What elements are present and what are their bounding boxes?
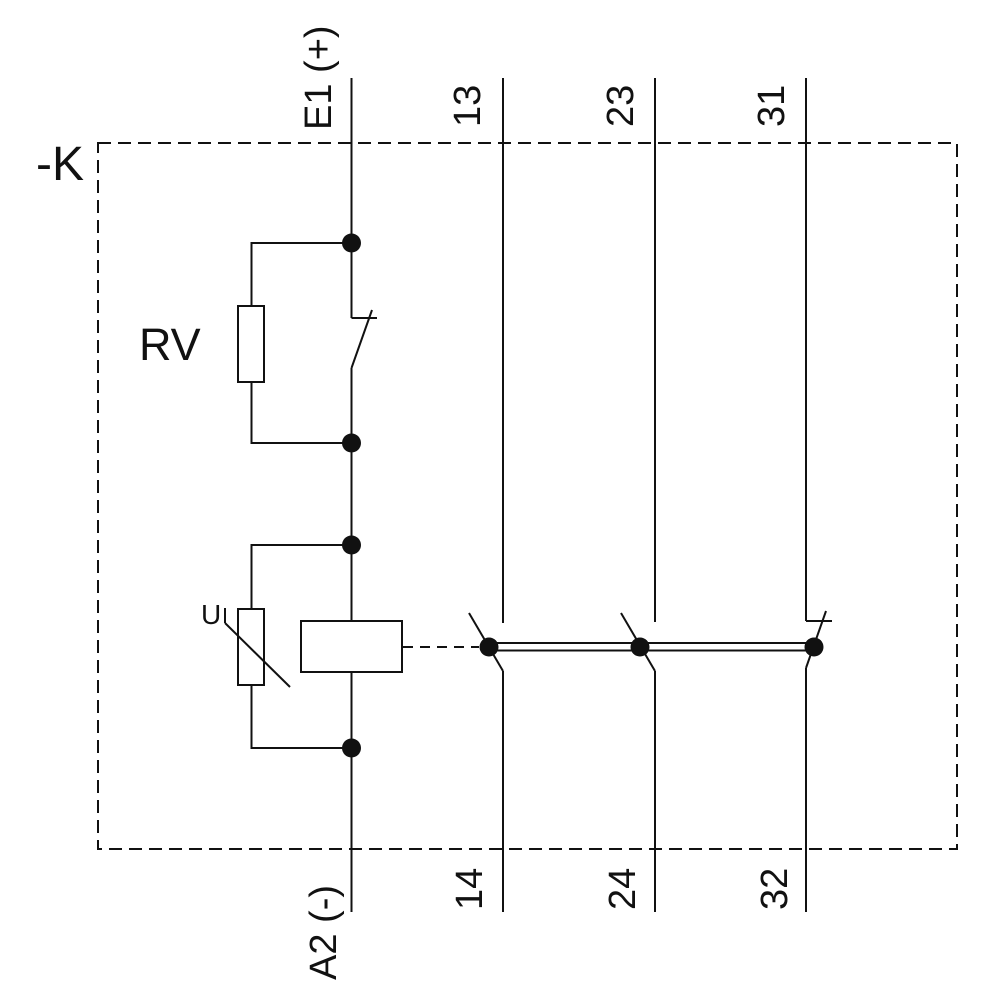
varistor-box (237, 608, 265, 686)
coil-supply-wire (300, 78, 403, 912)
terminal-13-label: 13 (447, 84, 489, 127)
contact-13-14 (468, 78, 504, 912)
terminal-24-label: 24 (602, 867, 644, 910)
terminal-e1-label: E1 (+) (298, 25, 340, 130)
terminal-32-label: 32 (754, 867, 796, 910)
terminal-a2-label: A2 (-) (303, 885, 345, 980)
rv-resistor-branch (237, 242, 352, 444)
varistor-branch (224, 544, 352, 749)
enclosure-dashed-border (97, 142, 958, 850)
terminal-31-label: 31 (751, 84, 793, 127)
contact-23-24 (620, 78, 656, 912)
series-contact-blade (350, 309, 373, 369)
device-designation-label: -K (36, 138, 84, 191)
rv-resistor-label: RV (139, 319, 201, 370)
terminal-14-label: 14 (449, 867, 491, 910)
rv-resistor-box (237, 305, 265, 383)
junction-dots (342, 233, 824, 758)
contact-31-32 (805, 78, 832, 912)
varistor-diagonal (224, 622, 291, 688)
terminal-23-label: 23 (600, 84, 642, 127)
coil-box (300, 620, 403, 673)
mechanical-linkage (403, 642, 815, 652)
varistor-voltage-label: U (201, 599, 222, 630)
